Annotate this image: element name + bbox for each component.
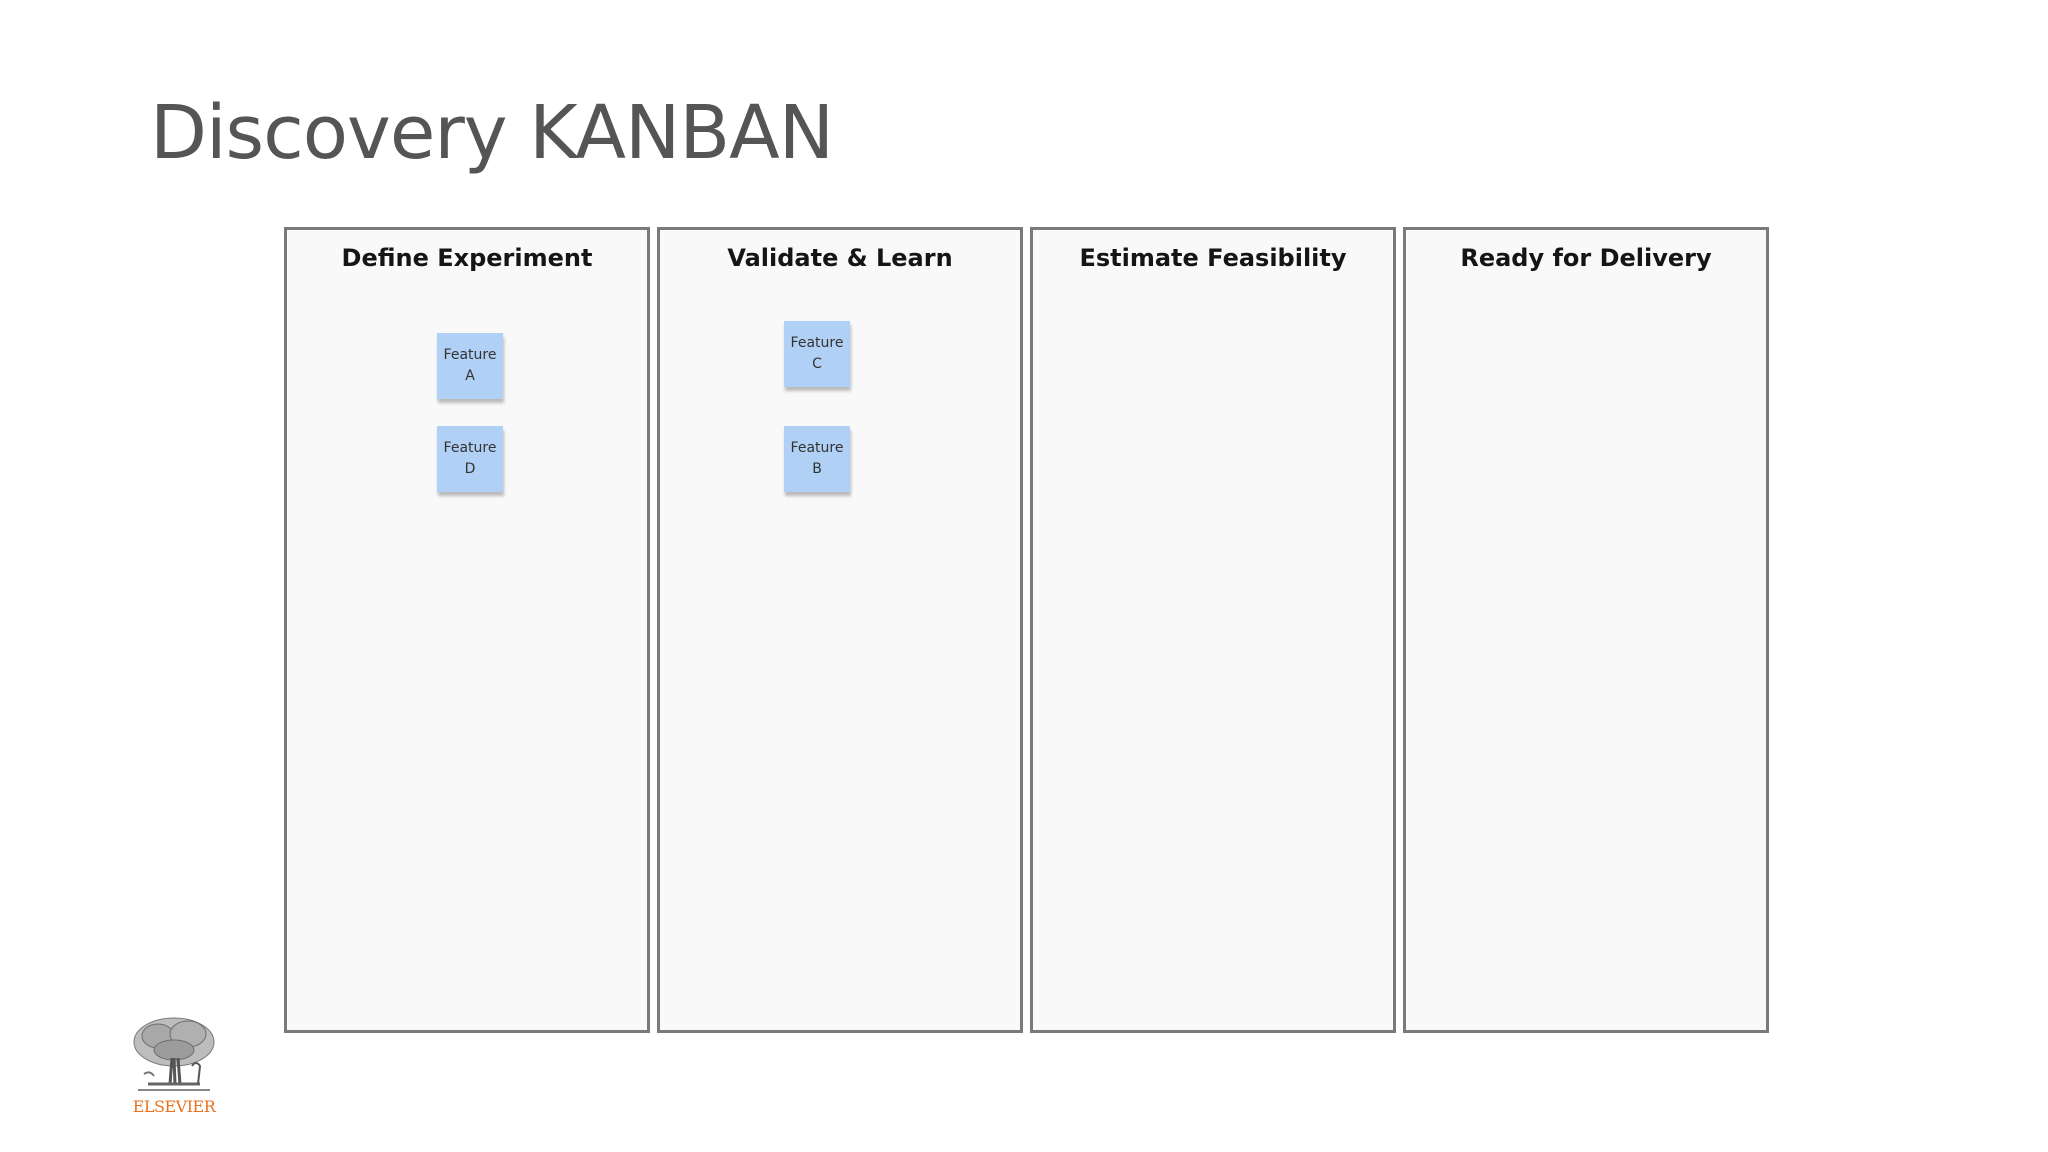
column-header: Estimate Feasibility: [1079, 244, 1347, 272]
sticky-note[interactable]: Feature B: [784, 426, 850, 492]
sticky-note-id: B: [812, 461, 822, 477]
column-validate-learn: Validate & Learn Feature C Feature B: [657, 227, 1023, 1033]
sticky-note-id: C: [812, 356, 822, 372]
sticky-note[interactable]: Feature D: [437, 426, 503, 492]
sticky-note-label: Feature: [443, 347, 497, 363]
tree-icon: [133, 1017, 215, 1091]
column-ready-for-delivery: Ready for Delivery: [1403, 227, 1769, 1033]
column-header: Validate & Learn: [727, 244, 953, 272]
sticky-note-label: Feature: [790, 335, 844, 351]
slide-title: Discovery KANBAN: [150, 90, 834, 176]
sticky-note-label: Feature: [443, 440, 497, 456]
sticky-note[interactable]: Feature C: [784, 321, 850, 387]
sticky-note[interactable]: Feature A: [437, 333, 503, 399]
column-define-experiment: Define Experiment Feature A Feature D: [284, 227, 650, 1033]
column-header: Ready for Delivery: [1460, 244, 1712, 272]
elsevier-logo: ELSEVIER: [128, 1014, 220, 1118]
column-estimate-feasibility: Estimate Feasibility: [1030, 227, 1396, 1033]
sticky-note-id: D: [464, 461, 476, 477]
sticky-note-label: Feature: [790, 440, 844, 456]
column-header: Define Experiment: [341, 244, 593, 272]
logo-wordmark: ELSEVIER: [132, 1097, 216, 1116]
sticky-note-id: A: [465, 368, 475, 384]
